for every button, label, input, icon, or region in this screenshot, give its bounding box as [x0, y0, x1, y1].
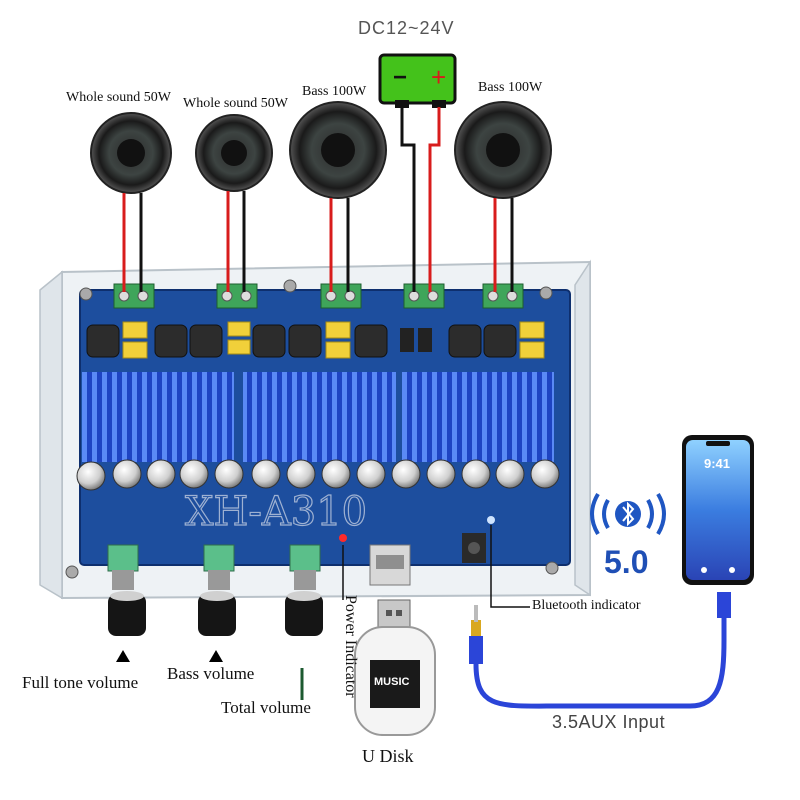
case-screws [65, 279, 559, 579]
speaker-label-3: Bass 100W [302, 84, 367, 99]
bluetooth-led [487, 516, 495, 524]
aux-input-label: 3.5AUX Input [552, 712, 666, 732]
arrow-bass [209, 650, 223, 662]
speaker-bass-2 [454, 101, 552, 199]
speaker-wires [122, 191, 514, 292]
speaker-label-2: Whole sound 50W [183, 96, 288, 111]
speaker-label-4: Bass 100W [478, 80, 543, 95]
heatsinks [82, 372, 554, 462]
battery-icon [378, 53, 457, 108]
battery-plus: + [431, 62, 447, 92]
film-capacitors [122, 321, 545, 359]
power-led [339, 534, 347, 542]
aux-jack [462, 533, 486, 563]
usb-disk-label: U Disk [362, 746, 414, 766]
knob-full-tone[interactable] [108, 591, 146, 636]
usb-stick-text: MUSIC [374, 676, 410, 688]
inductors [86, 324, 517, 358]
smartphone [682, 435, 754, 585]
electrolytic-capacitors [76, 459, 560, 491]
speaker-label-1: Whole sound 50W [66, 90, 171, 105]
knob-label-bass: Bass volume [167, 664, 255, 683]
usb-port [369, 544, 411, 586]
phone-time: 9:41 [704, 456, 731, 471]
power-wires [400, 107, 441, 292]
knob-label-total: Total volume [221, 698, 311, 717]
svg-text:XH-A310: XH-A310 [185, 489, 367, 535]
speaker-whole-1 [90, 112, 172, 194]
potentiometers [107, 544, 321, 590]
knob-label-full-tone: Full tone volume [22, 673, 139, 692]
bluetooth-version: 5.0 [604, 544, 649, 580]
usb-stick [354, 599, 436, 736]
power-diodes [400, 328, 432, 352]
power-label: DC12~24V [358, 18, 455, 38]
power-indicator-label: Power Indicator [342, 595, 359, 698]
knob-bass[interactable] [198, 591, 236, 636]
bluetooth-icon [590, 492, 666, 536]
knob-total[interactable] [285, 591, 323, 636]
battery-minus: − [393, 64, 408, 91]
speaker-whole-2 [195, 114, 273, 192]
aux-cable [469, 592, 731, 709]
bluetooth-indicator-label: Bluetooth indicator [532, 598, 641, 613]
arrow-full-tone [116, 650, 130, 662]
speaker-bass-1 [289, 101, 387, 199]
